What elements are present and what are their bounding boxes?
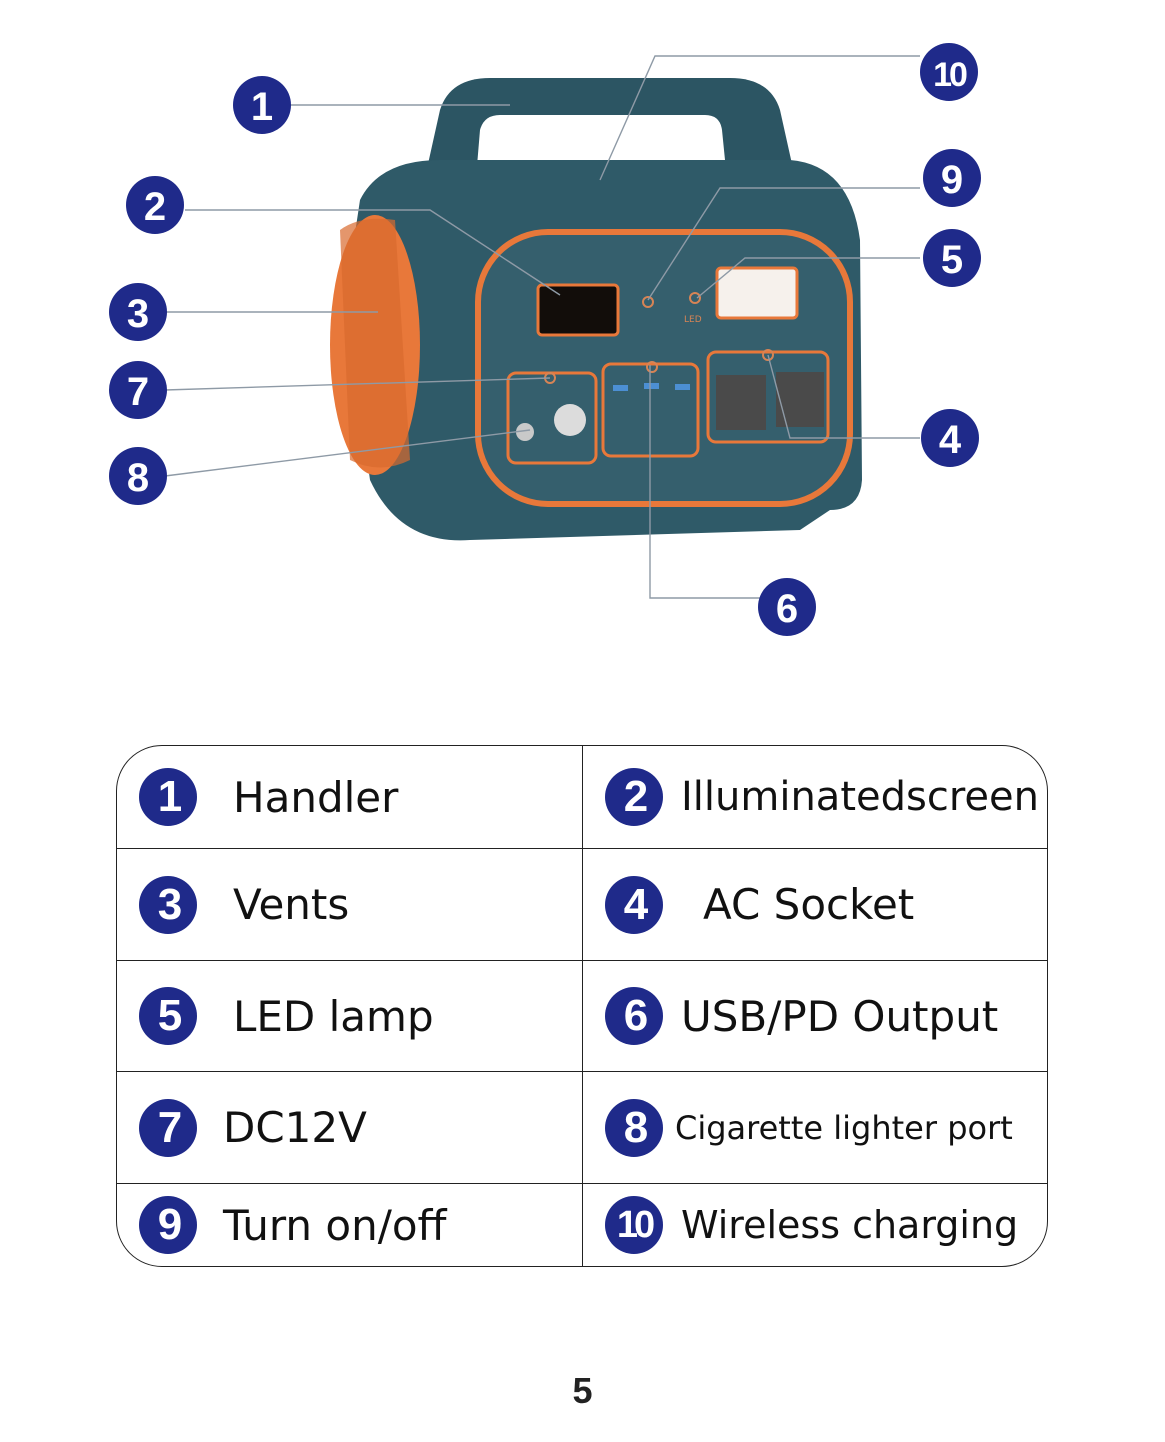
number-badge: 7 [139, 1098, 197, 1157]
leader-lines [164, 55, 920, 599]
number-badge: 6 [605, 987, 663, 1045]
part-label: AC Socket [703, 880, 915, 929]
part-row-1: 1 Handler [117, 746, 583, 849]
svg-text:6: 6 [776, 587, 798, 631]
callout-2: 2 [126, 176, 184, 234]
part-row-2: 2 Illuminatedscreen [583, 746, 1047, 849]
number-badge: 2 [605, 768, 663, 826]
number-badge: 3 [139, 875, 197, 934]
number-badge: 5 [139, 987, 197, 1045]
part-row-5: 5 LED lamp [117, 961, 583, 1072]
led-label: LED [684, 315, 702, 325]
callout-3: 3 [109, 283, 167, 341]
part-label: USB/PD Output [681, 991, 999, 1041]
callout-10: 10 [920, 43, 978, 101]
callout-5: 5 [923, 229, 981, 287]
svg-text:5: 5 [941, 238, 963, 282]
callout-9: 9 [923, 149, 981, 207]
part-row-6: 6 USB/PD Output [583, 961, 1047, 1072]
part-label: DC12V [223, 1103, 367, 1152]
svg-text:9: 9 [941, 158, 963, 202]
number-badge: 1 [139, 768, 197, 826]
callout-badges: 1 2 3 4 5 6 7 8 9 10 [109, 43, 981, 636]
part-row-9: 9 Turn on/off [117, 1184, 583, 1266]
part-label: Cigarette lighter port [675, 1108, 1013, 1147]
svg-text:1: 1 [251, 85, 273, 129]
number-badge: 10 [605, 1196, 663, 1254]
svg-text:10: 10 [933, 56, 967, 94]
svg-text:2: 2 [144, 185, 166, 229]
number-badge: 8 [605, 1098, 663, 1157]
part-label: Turn on/off [223, 1200, 447, 1250]
part-label: Wireless charging [681, 1203, 1019, 1247]
power-station-illustration: LED [330, 78, 862, 541]
part-label: Vents [233, 880, 350, 929]
part-row-3: 3 Vents [117, 849, 583, 961]
svg-text:7: 7 [127, 370, 149, 414]
svg-text:4: 4 [939, 418, 962, 462]
part-label: Handler [233, 772, 399, 822]
svg-text:3: 3 [127, 292, 149, 336]
part-row-8: 8 Cigarette lighter port [583, 1072, 1047, 1184]
svg-text:8: 8 [127, 456, 149, 500]
part-label: LED lamp [233, 991, 434, 1041]
callout-7: 7 [109, 361, 167, 419]
page-number: 5 [572, 1370, 593, 1411]
callout-4: 4 [921, 409, 979, 467]
callout-1: 1 [233, 76, 291, 134]
callout-8: 8 [109, 447, 167, 505]
number-badge: 9 [139, 1196, 197, 1254]
product-diagram: LED 1 2 3 4 5 6 7 8 9 10 [109, 43, 981, 636]
callout-6: 6 [758, 578, 816, 636]
part-row-10: 10 Wireless charging [583, 1184, 1047, 1266]
part-label: Illuminatedscreen [681, 774, 1039, 820]
part-row-4: 4 AC Socket [583, 849, 1047, 961]
number-badge: 4 [605, 875, 663, 934]
parts-table: 1 Handler 2 Illuminatedscreen 3 Vents 4 AC S… [116, 745, 1048, 1267]
part-row-7: 7 DC12V [117, 1072, 583, 1184]
